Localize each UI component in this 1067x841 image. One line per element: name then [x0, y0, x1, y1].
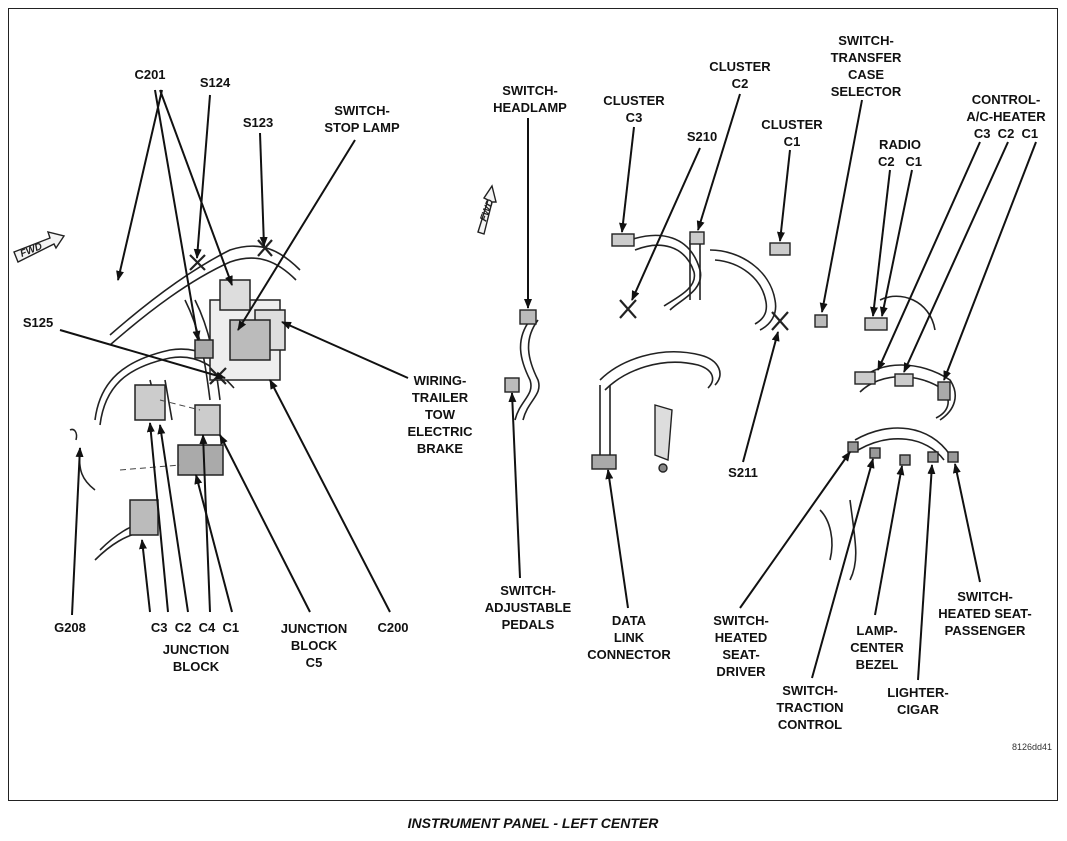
fwd-arrow-left: [13, 231, 66, 263]
label-data-link-connector: DATA LINK CONNECTOR: [587, 613, 671, 662]
label-cluster-c2: CLUSTER C2: [709, 59, 771, 91]
label-switch-adjustable-pedals: SWITCH- ADJUSTABLE PEDALS: [484, 583, 572, 632]
label-c200: C200: [377, 620, 409, 635]
label-g208: G208: [54, 620, 86, 635]
label-cluster-c3: CLUSTER C3: [603, 93, 665, 125]
label-junction-block: JUNCTION BLOCK: [162, 642, 230, 674]
dashed-guides-left: [119, 399, 201, 471]
label-switch-transfer-case: SWITCH- TRANSFER CASE SELECTOR: [830, 33, 902, 99]
label-switch-heated-seat-driver: SWITCH- HEATED SEAT- DRIVER: [713, 613, 769, 679]
label-switch-stop-lamp: SWITCH- STOP LAMP: [324, 103, 400, 135]
label-junction-block-connectors: C3 C2 C4 C1: [150, 620, 240, 635]
label-switch-heated-seat-passenger: SWITCH- HEATED SEAT- PASSENGER: [938, 589, 1032, 638]
label-switch-traction-control: SWITCH- TRACTION CONTROL: [776, 683, 844, 732]
leader-lines: [59, 89, 1037, 681]
label-c201: C201: [134, 67, 166, 82]
diagram-frame: [8, 8, 1058, 801]
label-junction-block-c5: JUNCTION BLOCK C5: [280, 621, 348, 670]
label-radio: RADIO C2 C1: [877, 137, 923, 169]
fwd-arrow-right: [477, 184, 497, 235]
figure-reference: 8126dd41: [1012, 742, 1053, 752]
junction-block-body: [69, 239, 286, 536]
label-cluster-c1: CLUSTER C1: [761, 117, 823, 149]
label-switch-headlamp: SWITCH- HEADLAMP: [493, 83, 567, 115]
label-lamp-center-bezel: LAMP- CENTER BEZEL: [850, 623, 904, 672]
figure-caption: INSTRUMENT PANEL - LEFT CENTER: [407, 815, 659, 831]
right-connectors: [504, 231, 959, 473]
label-s210: S210: [686, 129, 718, 144]
label-control-ac-heater: CONTROL- A/C-HEATER C3 C2 C1: [966, 92, 1046, 141]
label-s124: S124: [199, 75, 231, 90]
label-s123: S123: [242, 115, 274, 130]
label-s125: S125: [22, 315, 54, 330]
label-s211: S211: [728, 465, 758, 480]
label-lighter-cigar: LIGHTER- CIGAR: [887, 685, 949, 717]
label-wiring-trailer-tow: WIRING- TRAILER TOW ELECTRIC BRAKE: [407, 373, 473, 456]
right-harness: [514, 234, 956, 581]
